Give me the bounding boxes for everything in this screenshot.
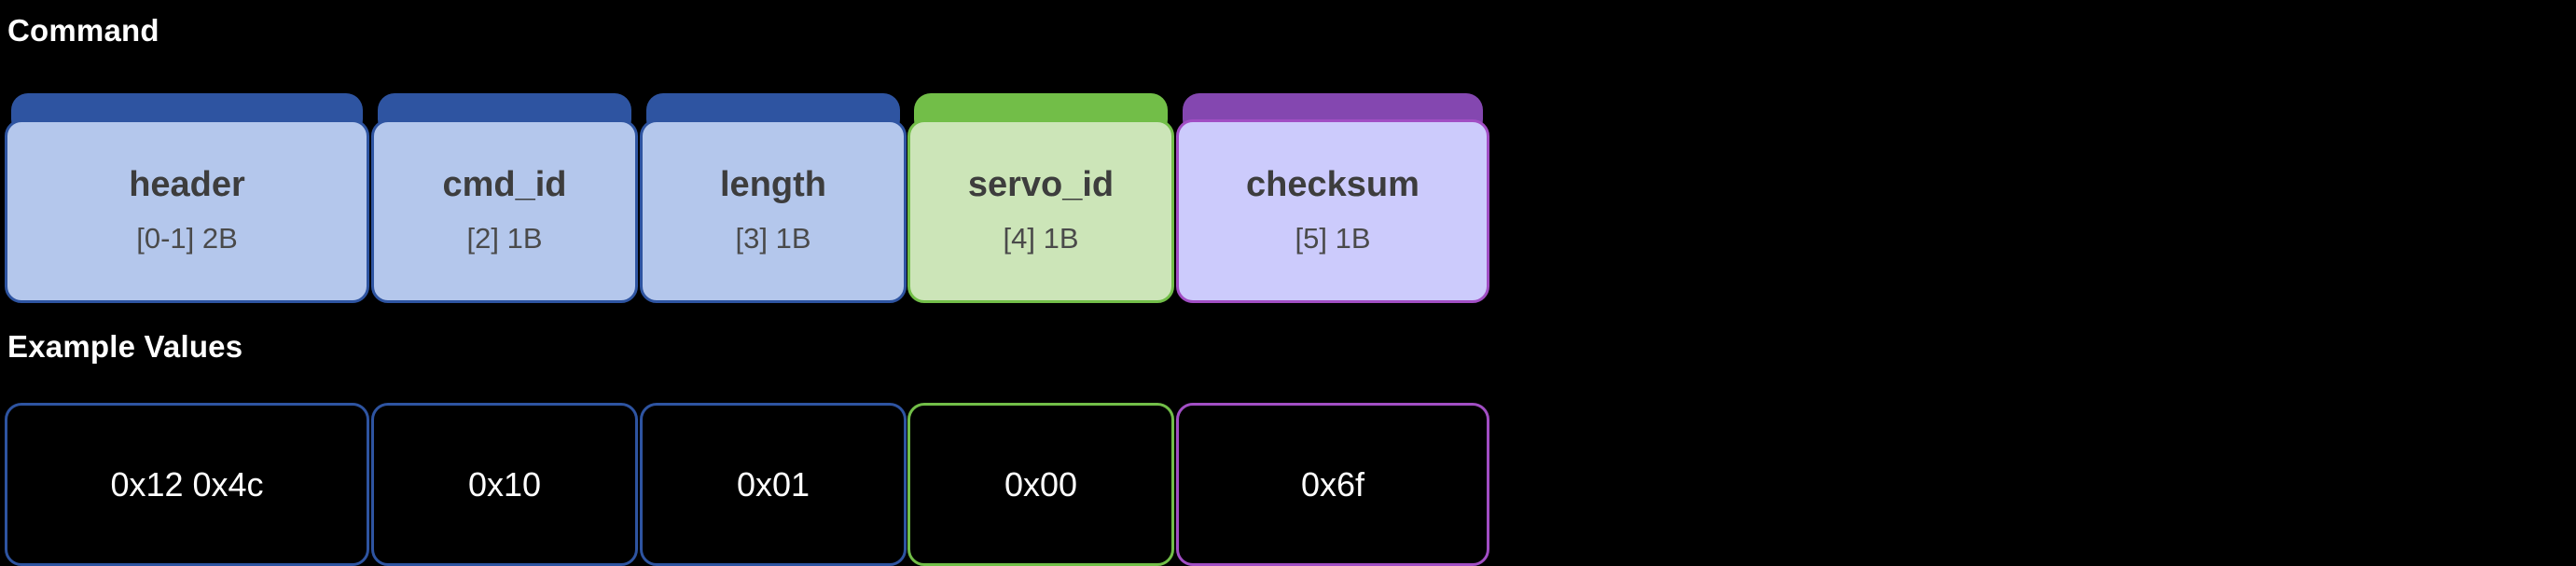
command-section-label: Command — [7, 13, 159, 48]
value-body-header: 0x12 0x4c — [5, 403, 369, 566]
value-cell-length[interactable]: 0x01 — [640, 403, 907, 566]
value-text: 0x12 0x4c — [110, 464, 264, 504]
value-cell-cmd-id[interactable]: 0x10 — [371, 403, 638, 566]
field-cell-length[interactable]: length [3] 1B — [640, 93, 907, 303]
field-name: servo_id — [967, 164, 1115, 204]
example-values-section-label: Example Values — [7, 329, 243, 364]
field-byte-range: [0-1] 2B — [136, 222, 238, 255]
field-byte-range: [5] 1B — [1295, 222, 1371, 255]
field-name: header — [129, 164, 245, 204]
field-name: length — [720, 164, 826, 204]
field-name: cmd_id — [442, 164, 567, 204]
value-text: 0x10 — [467, 464, 542, 504]
value-cell-servo-id[interactable]: 0x00 — [907, 403, 1174, 566]
value-cell-header[interactable]: 0x12 0x4c — [5, 403, 369, 566]
field-byte-range: [3] 1B — [735, 222, 811, 255]
field-name: checksum — [1246, 164, 1420, 204]
field-byte-range: [2] 1B — [466, 222, 543, 255]
field-cell-checksum[interactable]: checksum [5] 1B — [1176, 93, 1489, 303]
value-cell-checksum[interactable]: 0x6f — [1176, 403, 1489, 566]
field-byte-range: [4] 1B — [1003, 222, 1079, 255]
value-body-length: 0x01 — [640, 403, 907, 566]
value-body-servo-id: 0x00 — [907, 403, 1174, 566]
field-cell-cmd-id[interactable]: cmd_id [2] 1B — [371, 93, 638, 303]
field-body-servo-id: servo_id [4] 1B — [907, 119, 1174, 303]
value-text: 0x00 — [1004, 464, 1078, 504]
field-body-header: header [0-1] 2B — [5, 119, 369, 303]
value-text: 0x6f — [1300, 464, 1365, 504]
field-body-checksum: checksum [5] 1B — [1176, 119, 1489, 303]
field-body-length: length [3] 1B — [640, 119, 907, 303]
value-body-checksum: 0x6f — [1176, 403, 1489, 566]
field-cell-servo-id[interactable]: servo_id [4] 1B — [907, 93, 1174, 303]
value-body-cmd-id: 0x10 — [371, 403, 638, 566]
packet-diagram-canvas: Command header [0-1] 2B cmd_id [2] 1B length… — [5, 13, 1489, 566]
field-body-cmd-id: cmd_id [2] 1B — [371, 119, 638, 303]
value-text: 0x01 — [736, 464, 810, 504]
field-cell-header[interactable]: header [0-1] 2B — [5, 93, 369, 303]
